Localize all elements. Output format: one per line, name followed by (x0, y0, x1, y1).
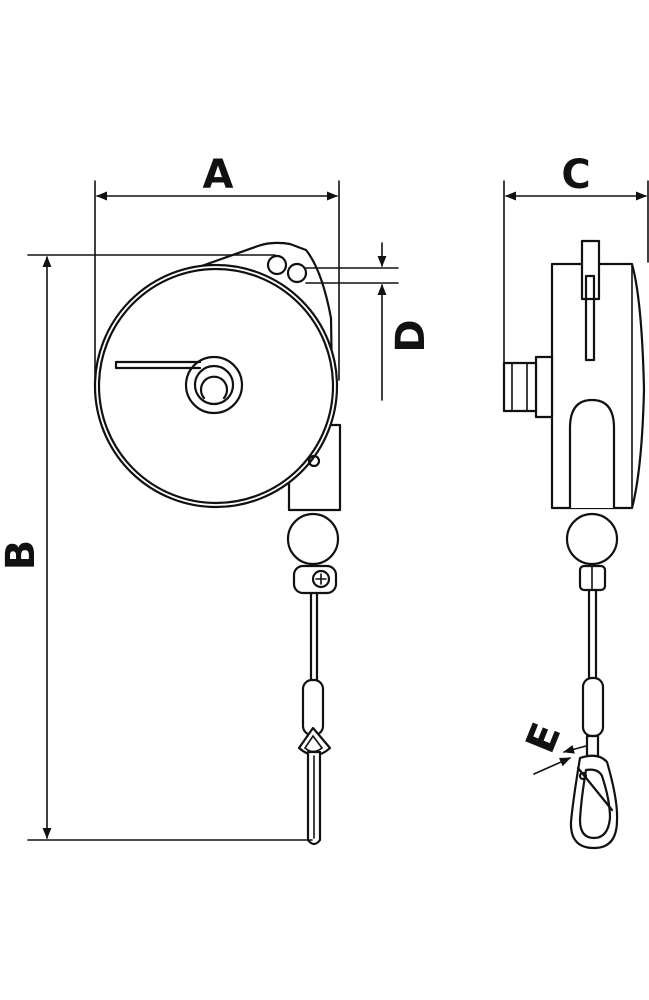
hub-outer (184, 355, 244, 415)
mounting-hole-2 (286, 262, 308, 284)
dimension-e-label: E (518, 717, 571, 760)
housing-screw (307, 454, 321, 468)
ball-stopper (286, 512, 340, 566)
front-view (93, 241, 342, 846)
side-knob-outer (534, 355, 554, 419)
mounting-hole-1 (266, 254, 288, 276)
dimension-a-label: A (203, 152, 234, 198)
side-window (568, 398, 616, 508)
side-ball-stopper (565, 512, 619, 566)
cable-ferrule (301, 678, 325, 737)
hub-middle (193, 364, 235, 406)
clamp-screw-cross (315, 573, 327, 585)
side-cable-ferrule (581, 676, 605, 738)
side-knob-inner (502, 361, 538, 413)
dimensions: A B C D E (0, 152, 649, 841)
side-mount-tab (580, 239, 601, 301)
dimension-c-label: C (561, 152, 590, 198)
dimension-d-label: D (388, 319, 434, 352)
side-view (502, 239, 646, 850)
drum-inner-rim (97, 267, 335, 505)
cable (309, 592, 319, 682)
adjustment-slot (114, 360, 202, 370)
dimension-e-line (533, 757, 572, 775)
drum-outer (93, 263, 339, 509)
hub-inner (199, 375, 229, 400)
clamp-screw (311, 569, 331, 589)
dimension-b-label: B (0, 540, 44, 571)
